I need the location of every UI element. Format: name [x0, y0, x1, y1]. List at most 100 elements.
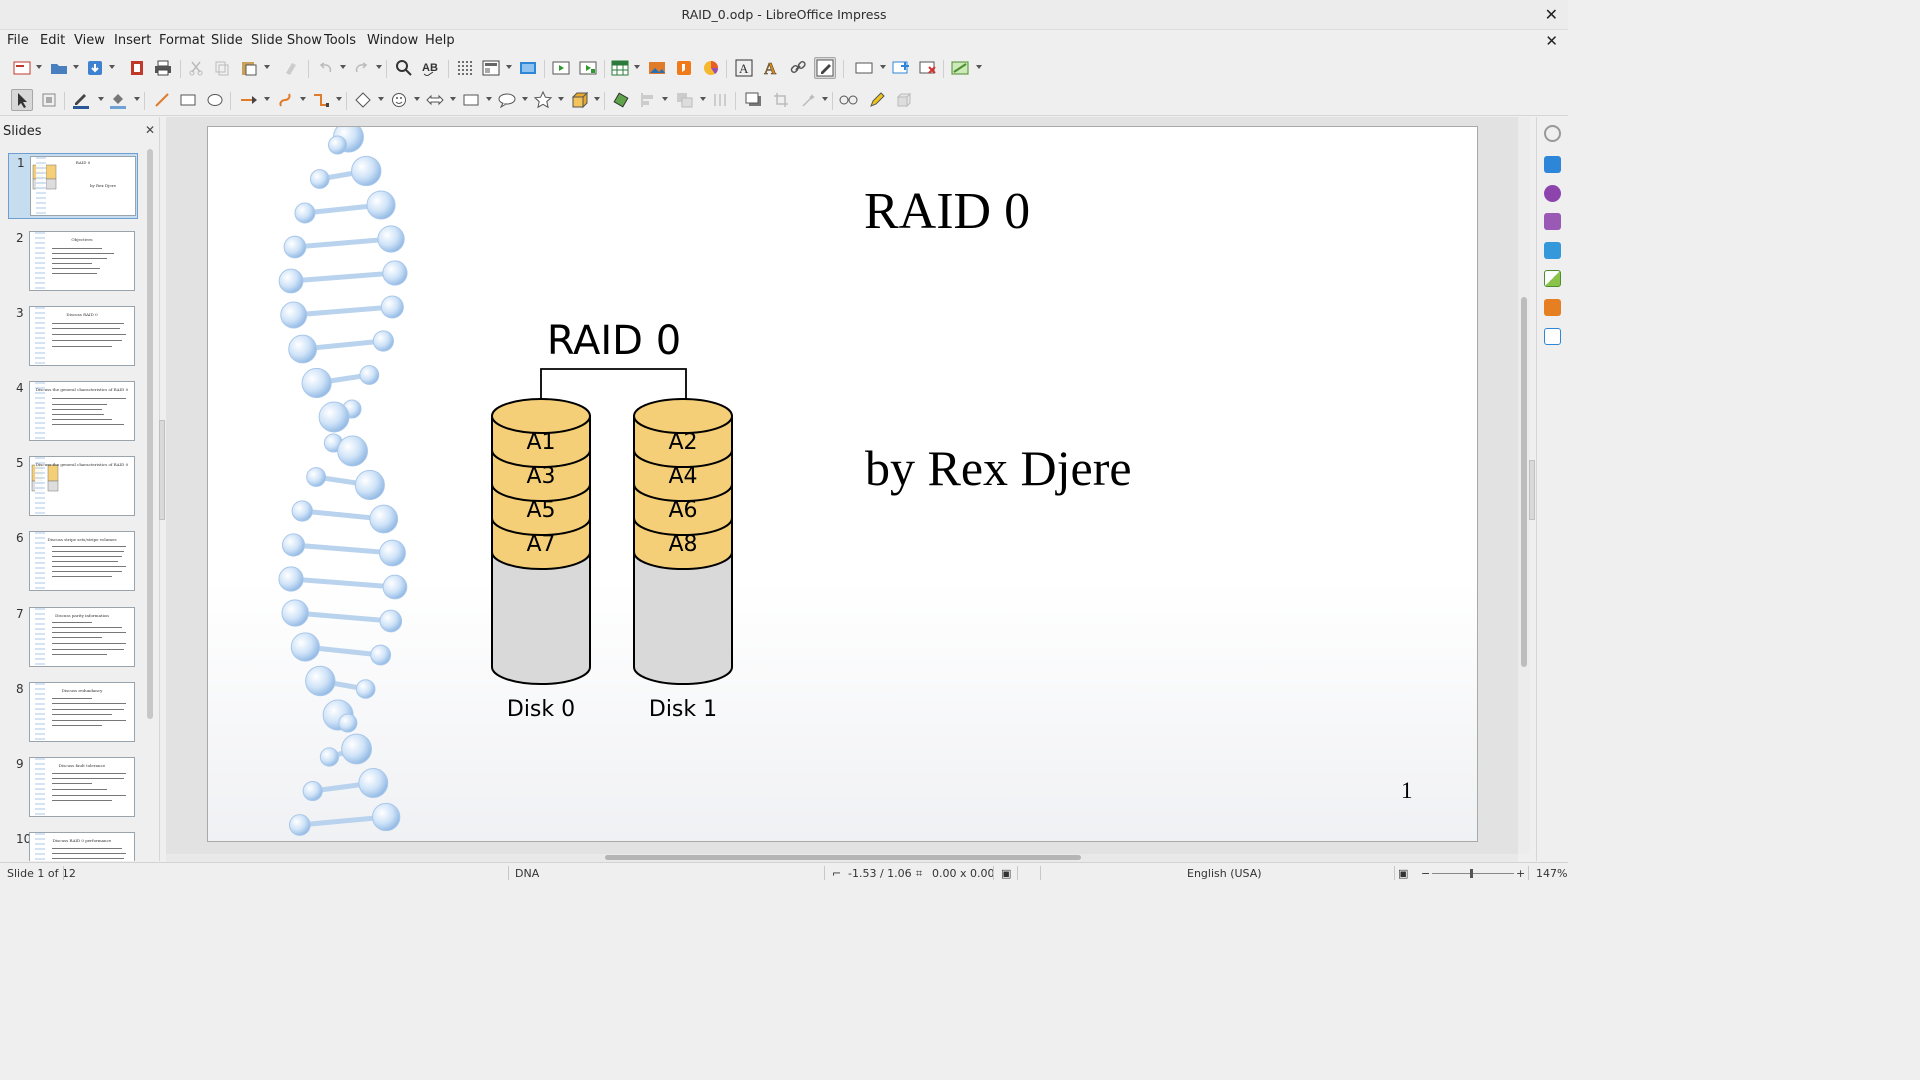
align-dropdown-icon[interactable]	[662, 97, 668, 101]
3d-objects-dropdown-icon[interactable]	[594, 97, 600, 101]
block-arrows-dropdown-icon[interactable]	[450, 97, 456, 101]
connector-dropdown-icon[interactable]	[336, 97, 342, 101]
undo-dropdown-icon[interactable]	[340, 65, 346, 69]
line-color-dropdown-icon[interactable]	[98, 97, 104, 101]
menu-slide-show[interactable]: Slide Show	[251, 33, 322, 48]
save-dropdown-icon[interactable]	[109, 65, 115, 69]
horizontal-scrollbar[interactable]	[166, 854, 1518, 862]
menu-format[interactable]: Format	[159, 33, 205, 48]
rectangle-tool-icon[interactable]	[177, 89, 199, 111]
document-modified-icon[interactable]: ▣	[1001, 867, 1012, 880]
slide-thumbnail-7[interactable]: 7 Discuss parity information	[8, 605, 138, 671]
fontwork-icon[interactable]: A	[760, 57, 782, 79]
start-from-current-icon[interactable]	[577, 57, 599, 79]
menu-file[interactable]: File	[7, 33, 29, 48]
slide-transition-icon[interactable]	[949, 57, 971, 79]
callout-shapes-icon[interactable]	[496, 89, 518, 111]
align-objects-icon[interactable]	[637, 89, 659, 111]
media-icon[interactable]	[673, 57, 695, 79]
display-grid-icon[interactable]	[454, 57, 476, 79]
arrow-line-icon[interactable]	[238, 89, 260, 111]
window-close-icon[interactable]: ✕	[1544, 5, 1558, 24]
delete-slide-icon[interactable]	[917, 57, 939, 79]
slide-thumbnail-9[interactable]: 9 Discuss fault tolerance	[8, 755, 138, 821]
master-layout-status[interactable]: DNA	[515, 867, 540, 880]
image-icon[interactable]	[646, 57, 668, 79]
gallery-icon[interactable]	[1544, 299, 1561, 316]
new-dropdown-icon[interactable]	[36, 65, 42, 69]
animation-icon[interactable]	[1544, 213, 1561, 230]
block-arrows-icon[interactable]	[424, 89, 446, 111]
text-box-icon[interactable]: A	[733, 57, 755, 79]
properties-icon[interactable]	[1544, 156, 1561, 173]
symbol-shapes-dropdown-icon[interactable]	[414, 97, 420, 101]
transition-dropdown-icon[interactable]	[976, 65, 982, 69]
display-views-icon[interactable]	[853, 57, 875, 79]
stars-dropdown-icon[interactable]	[558, 97, 564, 101]
cut-icon[interactable]	[185, 57, 207, 79]
menu-window[interactable]: Window	[367, 33, 419, 48]
line-color-icon[interactable]	[70, 89, 92, 111]
basic-shapes-icon[interactable]	[352, 89, 374, 111]
menu-edit[interactable]: Edit	[40, 33, 66, 48]
menu-help[interactable]: Help	[425, 33, 455, 48]
glue-points-icon[interactable]	[866, 89, 888, 111]
slide-thumbnail-4[interactable]: 4 Discuss the general characteristics of…	[8, 379, 138, 445]
paste-icon[interactable]	[238, 57, 260, 79]
redo-dropdown-icon[interactable]	[376, 65, 382, 69]
line-tool-icon[interactable]	[151, 89, 173, 111]
fill-color-dropdown-icon[interactable]	[134, 97, 140, 101]
slides-panel-scrollbar[interactable]	[147, 149, 153, 719]
flowchart-dropdown-icon[interactable]	[486, 97, 492, 101]
slide-thumbnail-5[interactable]: 5 Discuss the general characteristics of…	[8, 454, 138, 520]
zoom-slider[interactable]	[1432, 873, 1514, 874]
export-pdf-icon[interactable]	[126, 57, 148, 79]
clone-formatting-icon[interactable]	[280, 57, 302, 79]
close-slides-panel-icon[interactable]: ✕	[145, 123, 156, 137]
new-slide-icon[interactable]	[890, 57, 912, 79]
master-slide-icon[interactable]	[517, 57, 539, 79]
vertical-scrollbar[interactable]	[1518, 117, 1530, 854]
language-status[interactable]: English (USA)	[1187, 867, 1262, 880]
slide-title[interactable]: RAID 0	[864, 183, 1031, 240]
rotate-icon[interactable]	[610, 89, 632, 111]
start-from-first-icon[interactable]	[550, 57, 572, 79]
find-replace-icon[interactable]	[393, 57, 415, 79]
zoom-level-status[interactable]: 147%	[1536, 867, 1568, 880]
paste-dropdown-icon[interactable]	[264, 65, 270, 69]
slide-thumbnail-8[interactable]: 8 Discuss redundancy	[8, 680, 138, 746]
connector-tool-icon[interactable]	[310, 89, 332, 111]
arrange-icon[interactable]	[674, 89, 696, 111]
3d-objects-icon[interactable]	[568, 89, 590, 111]
master-slides-icon[interactable]	[1544, 242, 1561, 259]
horizontal-scrollbar-thumb[interactable]	[605, 855, 1081, 860]
undo-icon[interactable]	[315, 57, 337, 79]
points-edit-icon[interactable]	[838, 89, 860, 111]
filter-dropdown-icon[interactable]	[822, 97, 828, 101]
print-icon[interactable]	[152, 57, 174, 79]
zoom-slider-handle[interactable]	[1470, 869, 1473, 878]
table-icon[interactable]	[609, 57, 631, 79]
spelling-icon[interactable]: AB	[420, 57, 442, 79]
document-close-icon[interactable]: ✕	[1545, 32, 1558, 50]
slide-thumbnail-6[interactable]: 6 Discuss stripe sets/stripe volumes	[8, 529, 138, 595]
slide-subtitle[interactable]: by Rex Djere	[865, 440, 1132, 496]
curve-dropdown-icon[interactable]	[300, 97, 306, 101]
chart-icon[interactable]	[700, 57, 722, 79]
save-icon[interactable]	[84, 57, 106, 79]
crop-icon[interactable]	[770, 89, 792, 111]
fill-color-icon[interactable]	[107, 89, 129, 111]
redo-icon[interactable]	[350, 57, 372, 79]
slide-thumbnail-1[interactable]: 1 RAID 0 by Rex Djere	[8, 153, 138, 219]
vertical-scrollbar-thumb[interactable]	[1521, 297, 1527, 667]
show-draw-functions-icon[interactable]	[814, 57, 836, 79]
menu-insert[interactable]: Insert	[114, 33, 152, 48]
table-dropdown-icon[interactable]	[634, 65, 640, 69]
open-dropdown-icon[interactable]	[73, 65, 79, 69]
hyperlink-icon[interactable]	[787, 57, 809, 79]
fit-slide-icon[interactable]: ▣	[1398, 867, 1409, 880]
